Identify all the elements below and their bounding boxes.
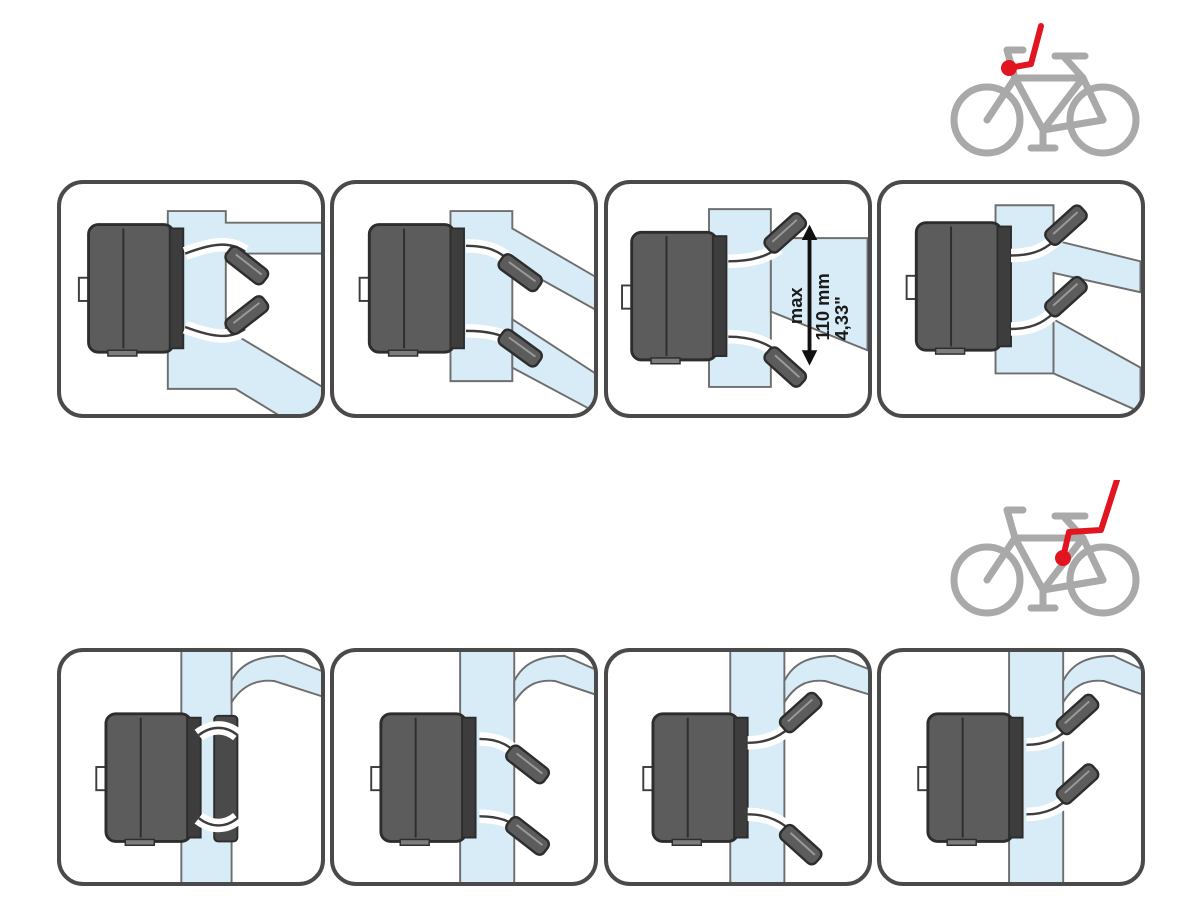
rear-step-1-panel [57, 648, 325, 886]
dimension-label-max: max [785, 287, 806, 325]
dimension-label-mm: 110 mm [812, 273, 833, 340]
front-step-2-panel [330, 180, 598, 418]
rear-step-4-panel [877, 648, 1145, 886]
front-step-1-panel [57, 180, 325, 418]
dimension-label-inch: 4,33" [831, 296, 852, 340]
front-step-3-panel: max 110 mm 4,33" [604, 180, 872, 418]
rear-step-2-panel [330, 648, 598, 886]
front-step-4-panel [877, 180, 1145, 418]
rear-step-3-panel [604, 648, 872, 886]
bicycle-rear-seat-icon [945, 477, 1145, 620]
bicycle-front-seat-icon [945, 20, 1145, 160]
frame-tube [166, 210, 321, 414]
max-dimension-arrow [801, 224, 818, 366]
